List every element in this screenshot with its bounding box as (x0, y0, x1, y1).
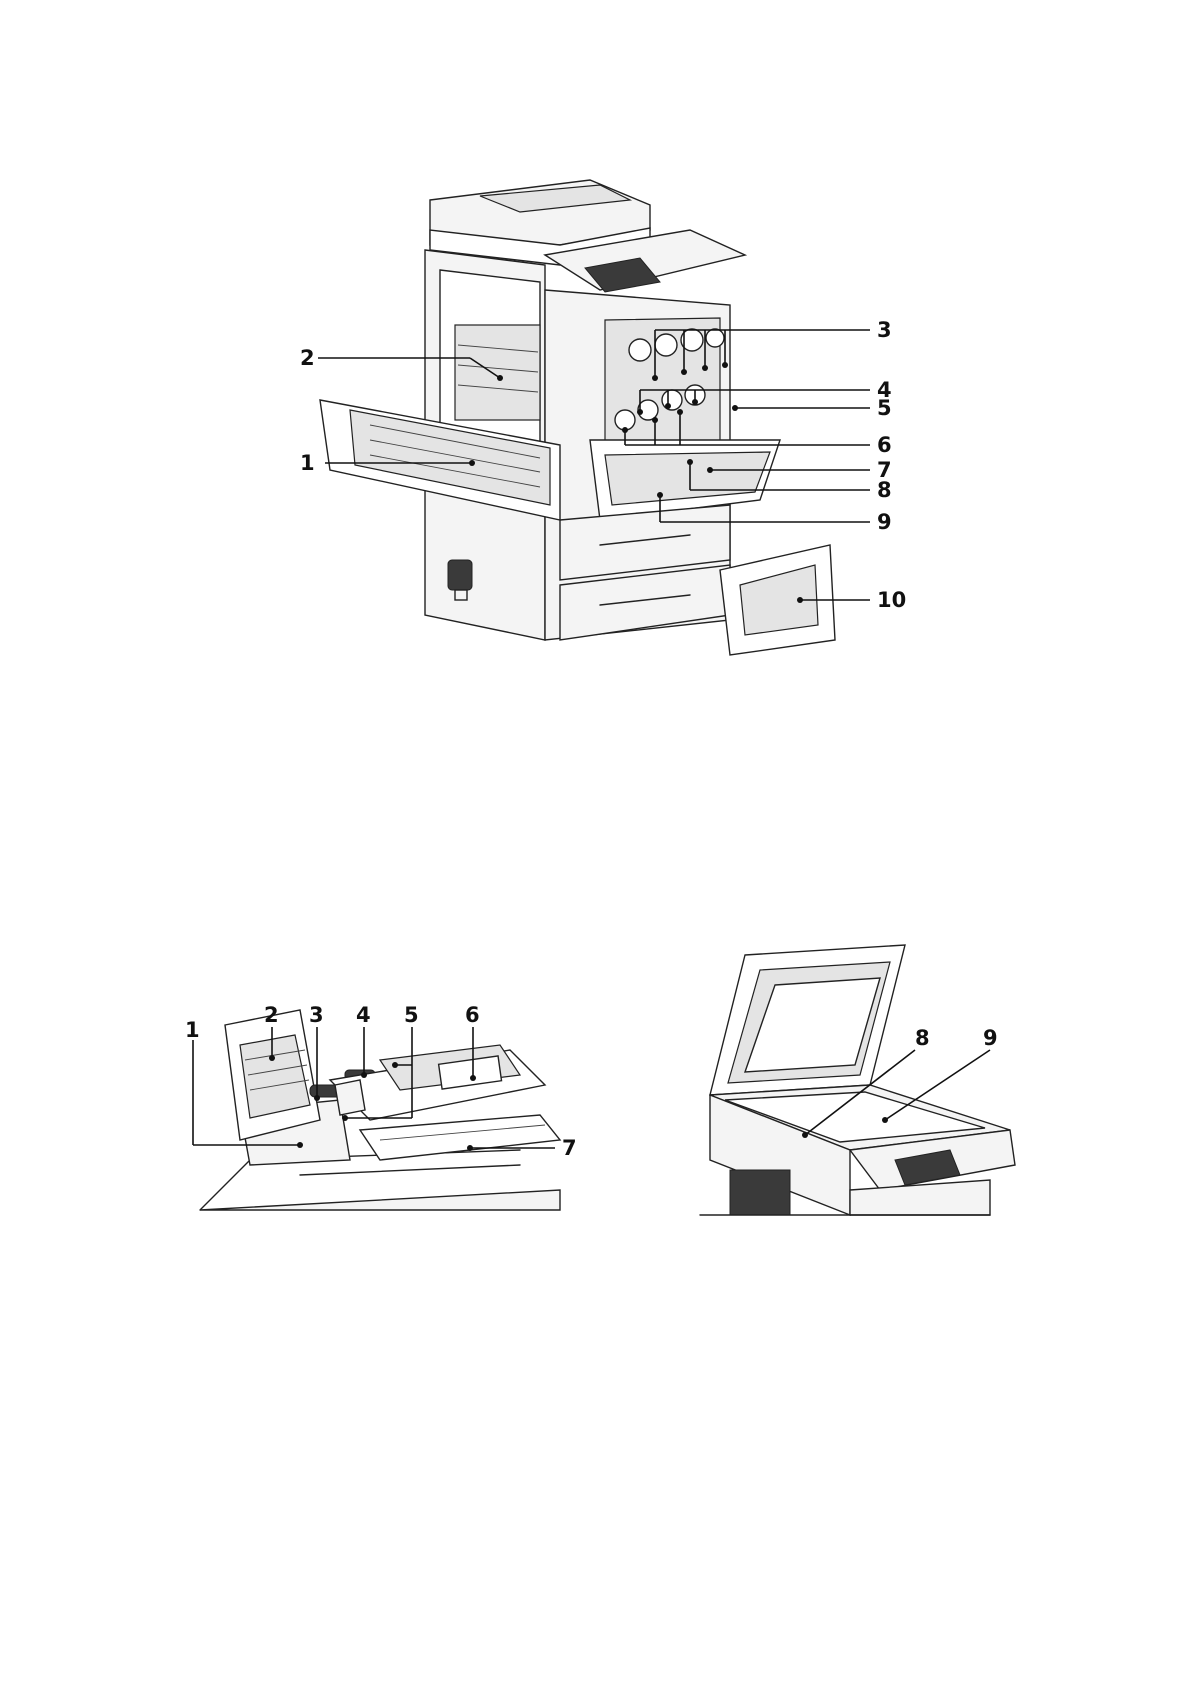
adf-callout-4: 4 (356, 1003, 371, 1027)
adf-callout-5: 5 (404, 1003, 419, 1027)
top-callout-10: 10 (877, 588, 906, 612)
glass-callout-labels: 8 9 (915, 1026, 998, 1050)
top-callout-1: 1 (300, 451, 315, 475)
adf-drawing (200, 1010, 560, 1210)
top-callout-6: 6 (877, 433, 892, 457)
printer-interior-illustration: 1 2 3 4 5 6 7 8 9 10 (0, 0, 1191, 700)
adf-callout-labels: 1 2 3 4 5 6 7 (185, 1003, 577, 1160)
top-callout-2: 2 (300, 346, 315, 370)
glass-callout-9: 9 (983, 1026, 998, 1050)
adf-callout-1: 1 (185, 1018, 200, 1042)
printer-body-drawing (320, 180, 835, 655)
adf-callout-7: 7 (562, 1136, 577, 1160)
glass-drawing (700, 945, 1015, 1215)
top-callout-3: 3 (877, 318, 892, 342)
top-callout-5: 5 (877, 396, 892, 420)
top-callout-9: 9 (877, 510, 892, 534)
glass-leader-lines (802, 1050, 990, 1138)
adf-leader-lines (193, 1027, 555, 1151)
adf-callout-6: 6 (465, 1003, 480, 1027)
glass-callout-8: 8 (915, 1026, 930, 1050)
top-callout-8: 8 (877, 478, 892, 502)
adf-callout-2: 2 (264, 1003, 279, 1027)
adf-callout-3: 3 (309, 1003, 324, 1027)
